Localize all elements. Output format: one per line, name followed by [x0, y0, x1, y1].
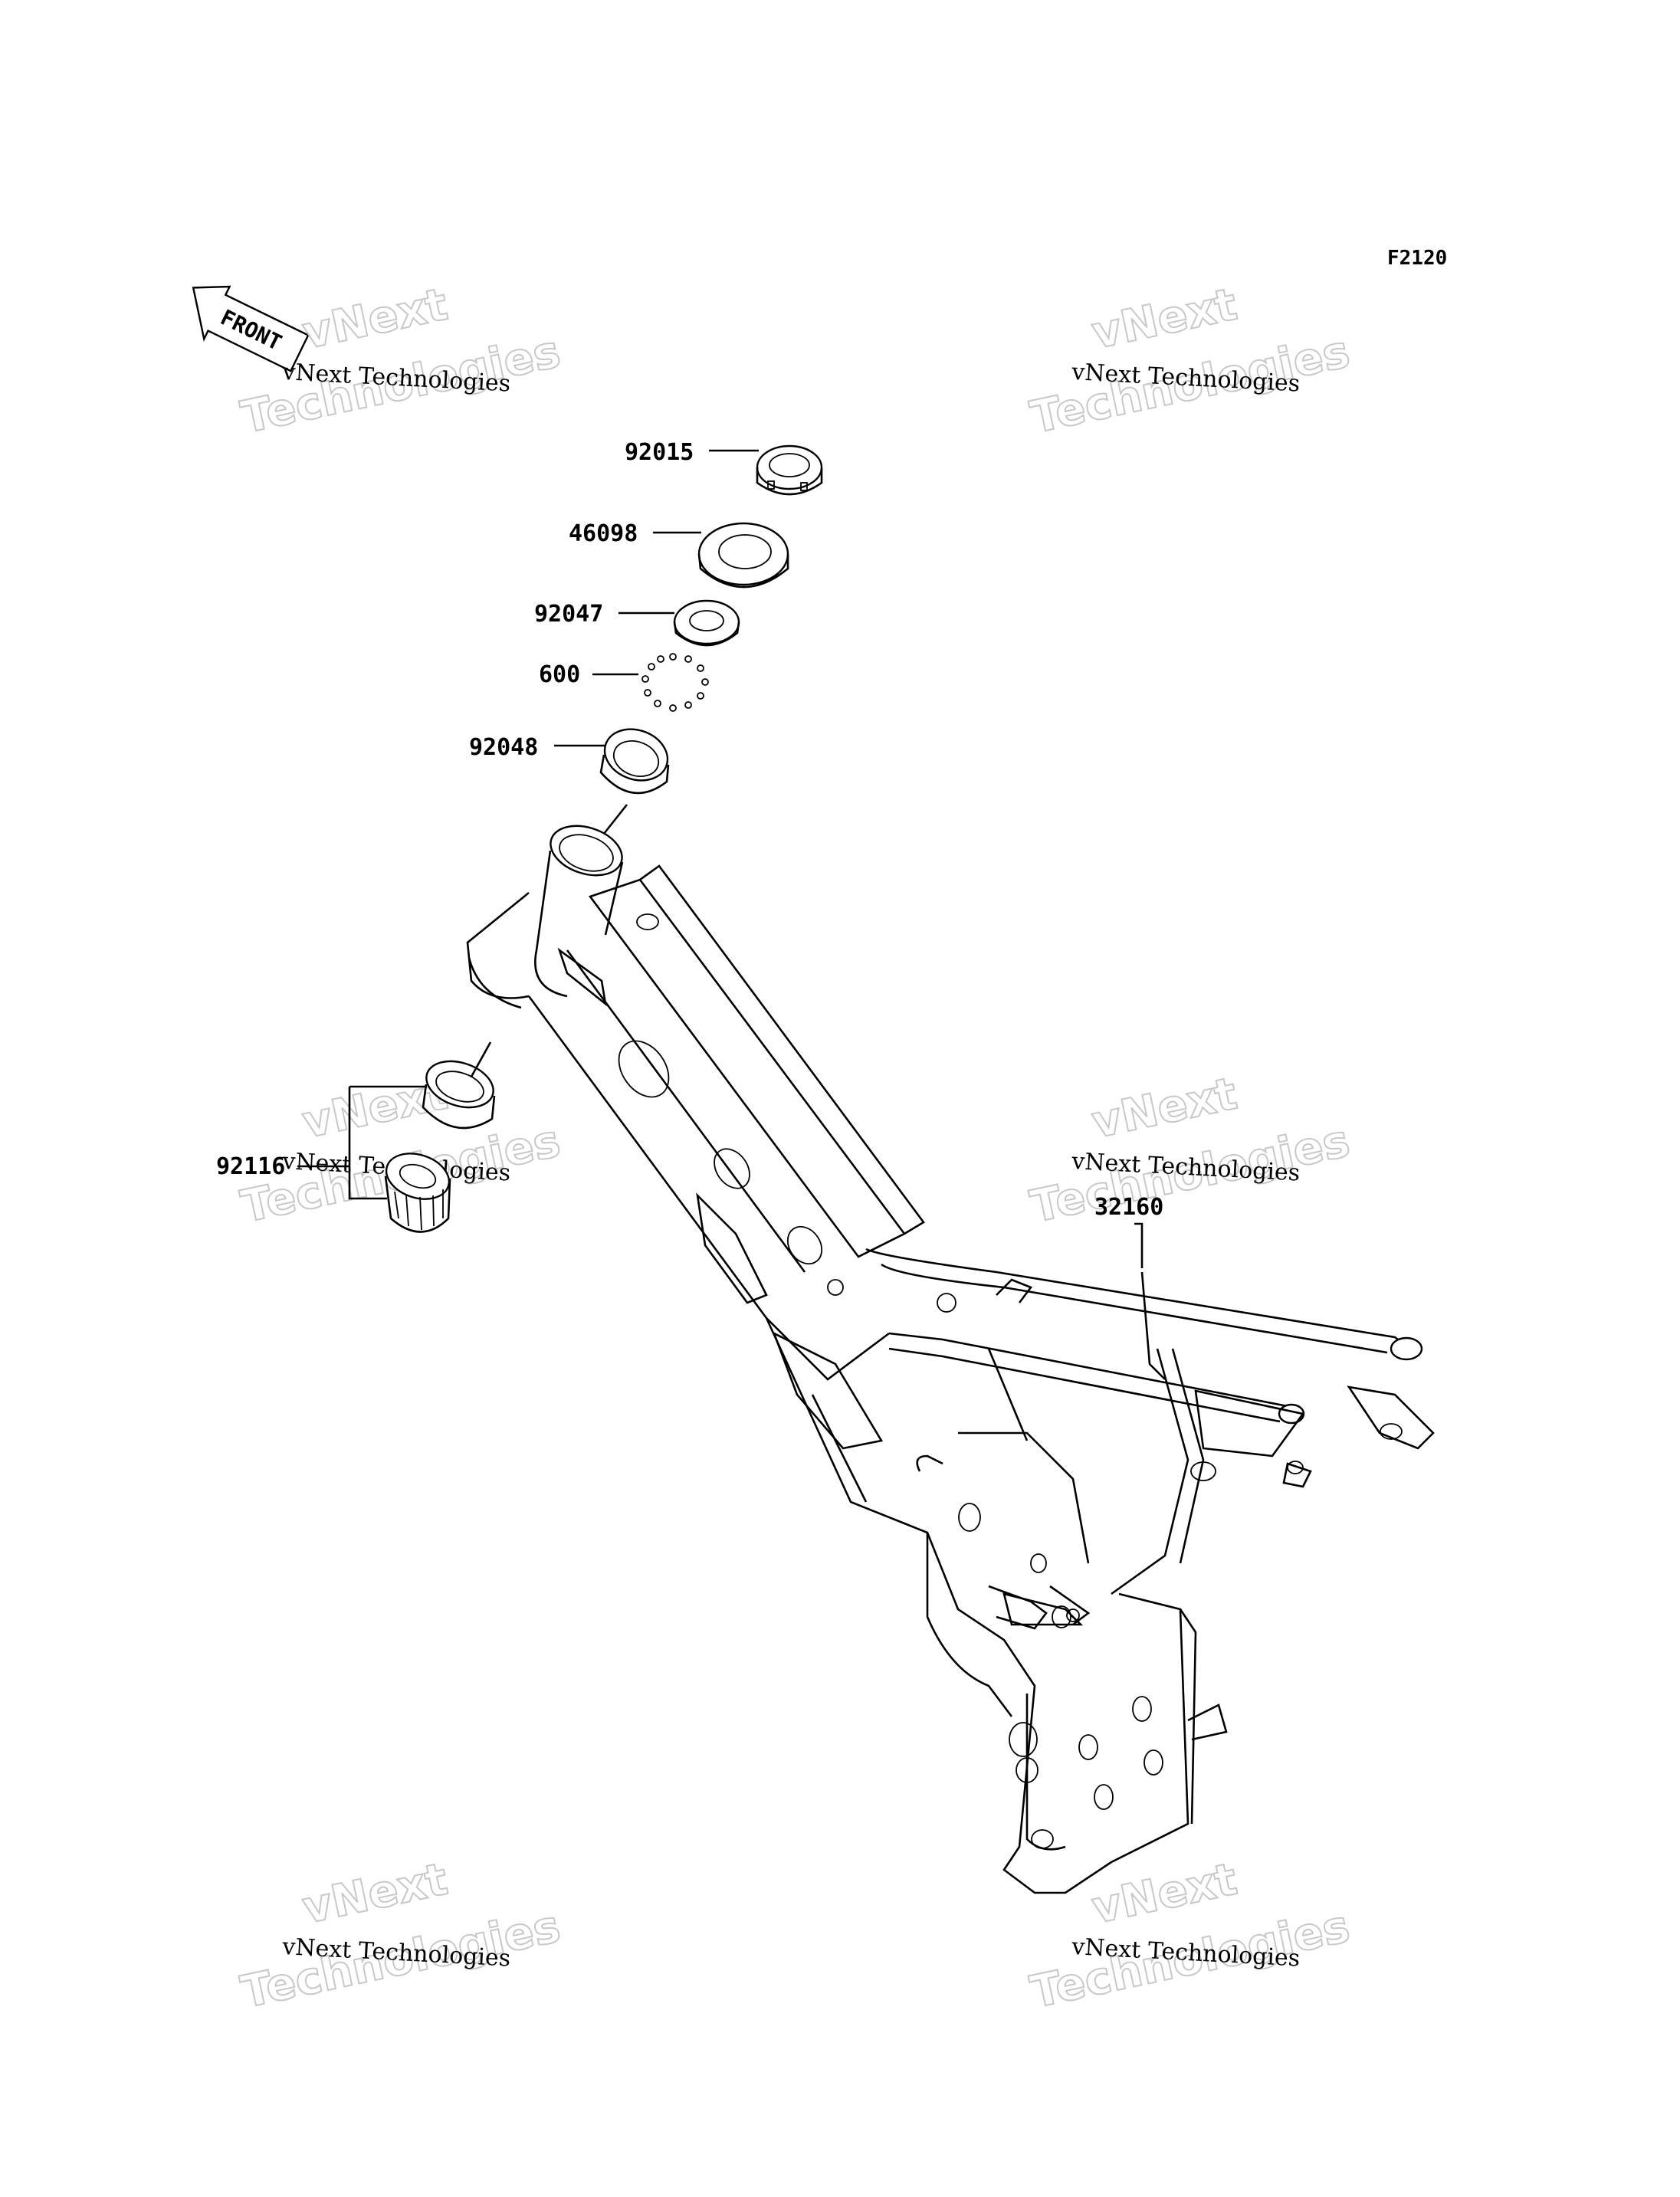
part-label-46098: 46098	[569, 520, 638, 547]
part-600: 600	[539, 653, 709, 712]
svg-text:vNext: vNext	[1088, 278, 1242, 359]
part-92015: 92015	[625, 439, 823, 496]
part-92048: 92048	[469, 728, 670, 842]
svg-text:vNext: vNext	[298, 1853, 452, 1934]
part-label-92048: 92048	[469, 734, 538, 761]
part-label-92015: 92015	[625, 439, 694, 466]
part-label-92047: 92047	[534, 601, 603, 628]
watermark-bottom-left: vNext Technologies vNext Technologies	[236, 1852, 566, 2019]
part-label-32160: 32160	[1094, 1194, 1163, 1221]
svg-text:vNext: vNext	[298, 278, 452, 359]
watermark-mid-right: vNext Technologies vNext Technologies	[1025, 1067, 1355, 1234]
watermark-top-right: vNext Technologies vNext Technologies	[1025, 277, 1355, 444]
part-label-600: 600	[539, 661, 580, 688]
figure-code: F2120	[1387, 247, 1447, 270]
svg-text:vNext: vNext	[1088, 1067, 1242, 1149]
part-92116: 92116	[216, 1041, 496, 1233]
watermark-bottom-right: vNext Technologies vNext Technologies	[1025, 1852, 1355, 2019]
svg-text:vNext: vNext	[1088, 1853, 1242, 1934]
part-92047: 92047	[534, 599, 740, 647]
part-32160: 32160	[466, 825, 1435, 1894]
part-46098: 46098	[569, 520, 789, 589]
watermark-mid-left: vNext Technologies vNext Technologies	[236, 1067, 566, 1234]
watermark-top-left: vNext Technologies vNext Technologies	[236, 277, 566, 444]
part-label-92116: 92116	[216, 1153, 285, 1180]
